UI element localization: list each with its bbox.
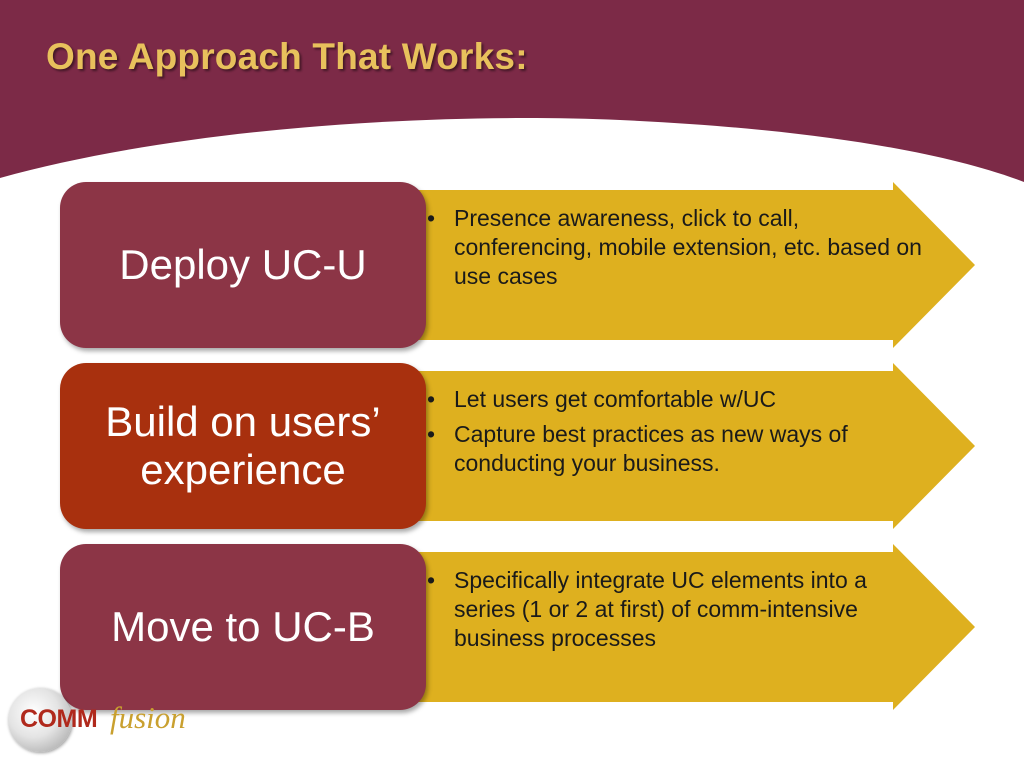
bullet-item: • Let users get comfortable w/UC — [427, 385, 927, 414]
step-bullets: • Let users get comfortable w/UC • Captu… — [427, 385, 927, 484]
slide-title: One Approach That Works: — [46, 36, 528, 77]
step-label: Build on users’ experience — [105, 398, 381, 493]
step-arrow-2 — [300, 363, 975, 529]
bullet-glyph: • — [427, 421, 436, 447]
commfusion-logo: COMM fusion — [8, 686, 208, 756]
bullet-text: Specifically integrate UC elements into … — [454, 567, 867, 651]
bullet-item: • Presence awareness, click to call, con… — [427, 204, 927, 291]
step-arrow-3 — [300, 544, 975, 710]
bullet-text: Let users get comfortable w/UC — [454, 386, 777, 412]
arrow-shape — [300, 182, 975, 348]
bullet-glyph: • — [427, 386, 436, 412]
bullet-item: • Specifically integrate UC elements int… — [427, 566, 927, 653]
arrow-shape — [300, 363, 975, 529]
step-label: Move to UC-B — [111, 603, 375, 650]
arrow-shape — [300, 544, 975, 710]
step-bullets: • Presence awareness, click to call, con… — [427, 204, 927, 297]
step-row-1: Deploy UC-U • Presence awareness, click … — [0, 182, 1024, 348]
logo-fusion-text: fusion — [110, 700, 186, 735]
step-label: Deploy UC-U — [119, 241, 367, 288]
step-bullets: • Specifically integrate UC elements int… — [427, 566, 927, 659]
step-box-build-on-users-experience: Build on users’ experience — [60, 363, 426, 529]
bullet-glyph: • — [427, 205, 436, 231]
logo-ring-icon — [8, 688, 72, 752]
logo-comm-text: COMM — [20, 705, 98, 733]
bullet-item: • Capture best practices as new ways of … — [427, 420, 927, 478]
step-box-deploy-uc-u: Deploy UC-U — [60, 182, 426, 348]
step-row-2: Build on users’ experience • Let users g… — [0, 363, 1024, 529]
bullet-text: Capture best practices as new ways of co… — [454, 421, 848, 476]
bullet-text: Presence awareness, click to call, confe… — [454, 205, 922, 289]
step-row-3: Move to UC-B • Specifically integrate UC… — [0, 544, 1024, 710]
step-arrow-1 — [300, 182, 975, 348]
step-box-move-to-uc-b: Move to UC-B — [60, 544, 426, 710]
bullet-glyph: • — [427, 567, 436, 593]
